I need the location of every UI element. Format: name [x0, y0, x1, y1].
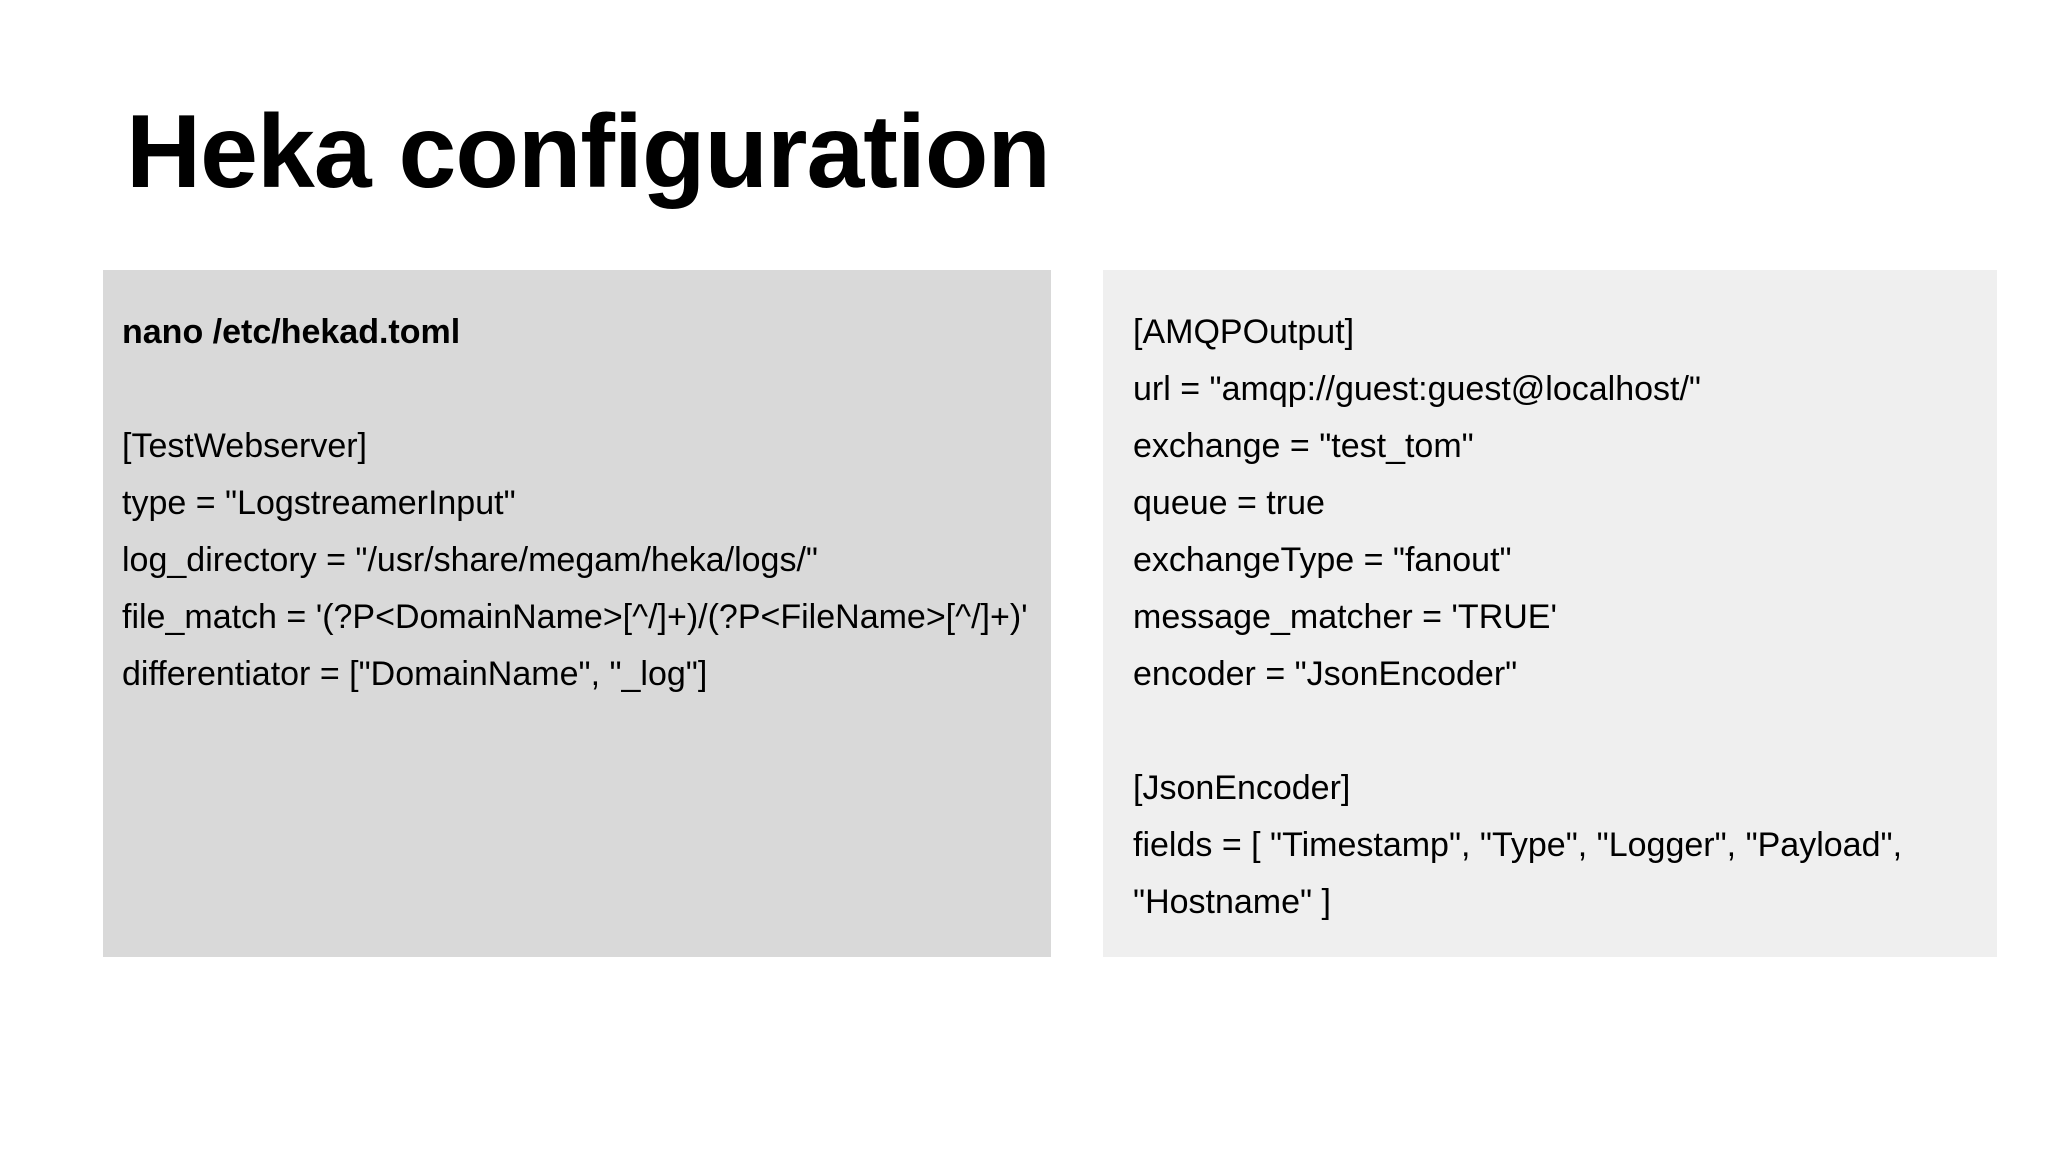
code-line: file_match = '(?P<DomainName>[^/]+)/(?P<… — [122, 598, 1028, 636]
blank-line — [1133, 703, 1985, 760]
code-line: "Hostname" ] — [1133, 883, 1331, 921]
code-line: url = "amqp://guest:guest@localhost/" — [1133, 370, 1702, 408]
code-line: exchangeType = "fanout" — [1133, 541, 1512, 579]
shell-command: nano /etc/hekad.toml — [122, 313, 461, 351]
code-line: encoder = "JsonEncoder" — [1133, 655, 1518, 693]
code-line: differentiator = ["DomainName", "_log"] — [122, 655, 708, 693]
code-line: type = "LogstreamerInput" — [122, 484, 516, 522]
blank-line — [122, 361, 1037, 418]
left-config-panel: nano /etc/hekad.toml [TestWebserver] typ… — [103, 270, 1051, 957]
code-line: message_matcher = 'TRUE' — [1133, 598, 1557, 636]
code-line: exchange = "test_tom" — [1133, 427, 1474, 465]
code-line: [TestWebserver] — [122, 427, 368, 465]
slide-title: Heka configuration — [126, 94, 1051, 210]
right-config-panel: [AMQPOutput] url = "amqp://guest:guest@l… — [1103, 270, 1997, 957]
code-line: [AMQPOutput] — [1133, 313, 1355, 351]
code-line: [JsonEncoder] — [1133, 769, 1351, 807]
code-line: queue = true — [1133, 484, 1325, 522]
code-line: log_directory = "/usr/share/megam/heka/l… — [122, 541, 818, 579]
code-line: fields = [ "Timestamp", "Type", "Logger"… — [1133, 826, 1903, 864]
